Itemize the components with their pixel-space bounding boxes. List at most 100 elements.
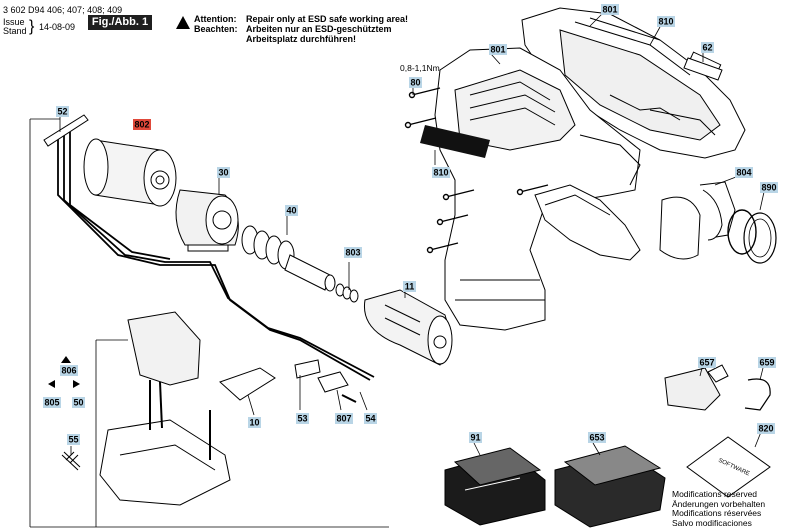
part-label-box (735, 167, 753, 178)
spring-55 (61, 451, 81, 471)
part-label-box (67, 434, 80, 445)
warning-icon (176, 16, 190, 29)
part-number-label: 657 (699, 358, 714, 368)
part-number-label: 803 (345, 248, 360, 258)
motor (83, 138, 177, 207)
part-number-label: 890 (761, 183, 776, 193)
chuck (363, 289, 453, 366)
attention-text: Repair only at ESD safe working area! (246, 14, 409, 24)
beachten-line-1: Arbeiten nur an ESD-geschütztem (246, 24, 392, 34)
ring-890 (743, 212, 777, 264)
switch-slider-10 (219, 367, 276, 401)
part-number-label: 807 (336, 414, 351, 424)
part-label-box (757, 423, 775, 434)
software-disc: SOFTWARE (686, 436, 771, 498)
part-label-box (469, 432, 482, 443)
part-labels: 801 810 62 801 80 810 802 52 30 40 803 11 804 890 806 8… (43, 4, 778, 445)
document-number: 3 602 D94 406; 407; 408; 409 (3, 5, 123, 15)
part-label-box (364, 413, 377, 424)
issue-label: Issue (3, 17, 25, 27)
screws (404, 87, 549, 254)
o-ring (727, 209, 757, 255)
triangle-806 (61, 356, 71, 363)
part-number-label: 55 (68, 435, 78, 445)
part-number-label: 40 (286, 206, 296, 216)
part-label-box (760, 182, 778, 193)
part-number-label: 54 (365, 414, 375, 424)
part-number-label: 810 (658, 17, 673, 27)
attention-label: Attention: (194, 14, 237, 24)
belt-clip (744, 378, 771, 411)
part-number-label: 53 (297, 414, 307, 424)
label-strip (420, 125, 490, 158)
part-label-box (409, 77, 422, 88)
part-label-box (296, 413, 309, 424)
battery-pack (444, 447, 546, 526)
terminal-strip (43, 114, 89, 147)
figure-label: Fig./Abb. 1 (88, 15, 152, 30)
connector-53 (294, 359, 321, 379)
part-label-box (217, 167, 230, 178)
modification-line: Änderungen vorbehalten (672, 498, 766, 509)
part-label-box (698, 357, 716, 368)
part-label-box (285, 205, 298, 216)
part-label-box (657, 16, 675, 27)
part-number-label: 820 (758, 424, 773, 434)
part-label-box (43, 397, 61, 408)
part-label-box (60, 365, 78, 376)
part-label-box (56, 106, 69, 117)
part-number-label: 52 (57, 107, 67, 117)
part-number-label: 30 (218, 168, 228, 178)
part-label-box (248, 417, 261, 428)
beachten-line-2: Arbeitsplatz durchführen! (246, 34, 357, 44)
part-number-label: 802 (134, 120, 149, 130)
part-number-label: 80 (410, 78, 420, 88)
leader-lines (59, 13, 765, 456)
arrow-50 (73, 380, 80, 388)
part-number-label: 806 (61, 366, 76, 376)
part-label-box (701, 42, 714, 53)
gear-housing (175, 189, 239, 252)
part-number-label: 810 (433, 168, 448, 178)
part-number-label: 11 (405, 282, 415, 292)
wire-harness (57, 132, 375, 381)
torque-spec: 0,8-1,1Nm (400, 63, 440, 73)
charger (554, 445, 666, 528)
part-number-label: 801 (602, 5, 617, 15)
part-label-box (601, 4, 619, 15)
part-label-box (335, 413, 353, 424)
part-label-box (489, 44, 507, 55)
issue-date: 14-08-09 (39, 22, 76, 32)
part-label-box (432, 167, 450, 178)
cover-plate-62 (683, 57, 723, 81)
usb-dongle (664, 364, 729, 411)
part-number-label: 50 (73, 398, 83, 408)
stand-label: Stand (3, 26, 27, 36)
side-cover (534, 184, 641, 261)
modification-line: Modifications réservées (672, 508, 762, 518)
spindle (241, 225, 336, 292)
arrow-805 (48, 380, 55, 388)
part-number-label: 10 (249, 418, 259, 428)
part-label-box (133, 119, 151, 130)
part-number-label: 91 (470, 433, 480, 443)
part-number-label: 659 (759, 358, 774, 368)
part-label-box (72, 397, 85, 408)
bracket-glyph: } (29, 18, 35, 35)
modification-line: Modifications reserved (672, 489, 758, 499)
part-number-label: 804 (736, 168, 751, 178)
spring-set (335, 283, 359, 303)
part-label-box (588, 432, 606, 443)
modification-line: Salvo modificaciones (672, 517, 752, 528)
part-number-label: 801 (490, 45, 505, 55)
part-number-label: 653 (589, 433, 604, 443)
part-label-box (344, 247, 362, 258)
part-label-box (758, 357, 776, 368)
front-cap (659, 181, 736, 260)
beachten-label: Beachten: (194, 24, 238, 34)
part-number-label: 62 (702, 43, 712, 53)
part-label-box (403, 281, 416, 292)
contact-807 (317, 371, 349, 393)
electronics-module (99, 311, 231, 506)
